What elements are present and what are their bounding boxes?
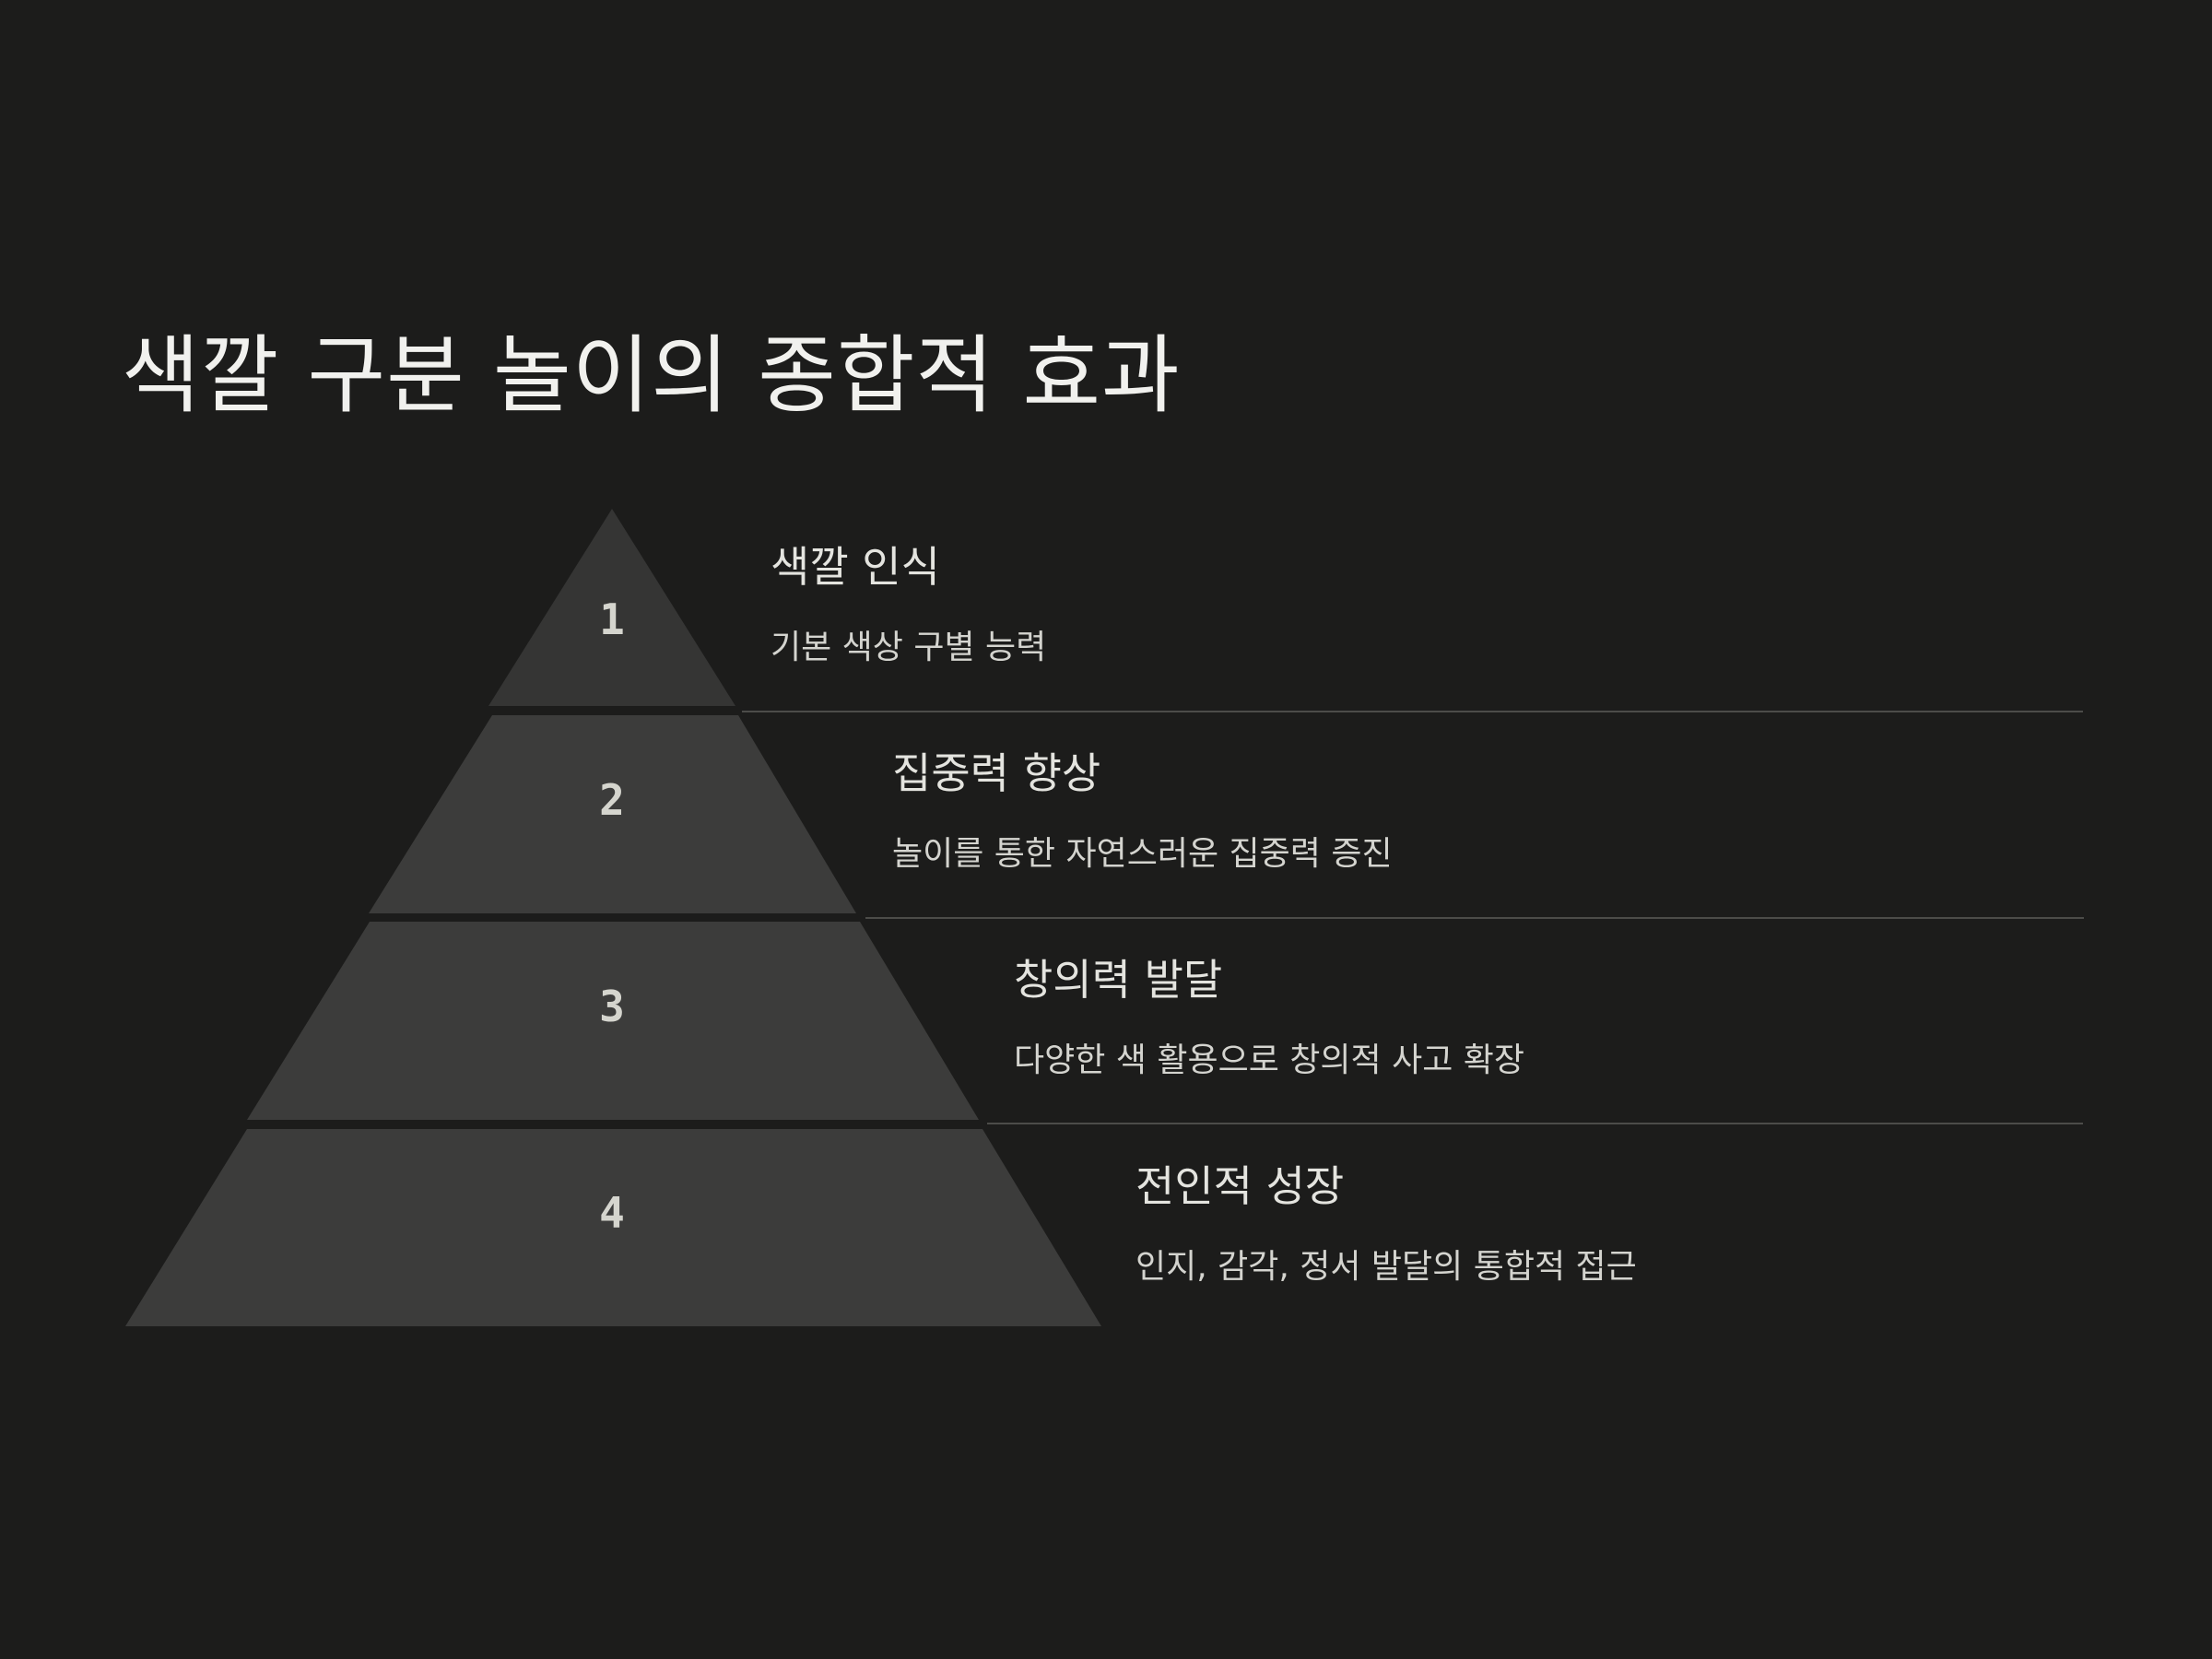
level-1-text: 색깔 인식 기본 색상 구별 능력 (771, 542, 1046, 667)
level-2-number: 2 (599, 775, 625, 825)
pyramid-level-3-shape (247, 922, 979, 1120)
pyramid-level-1-shape (488, 509, 735, 706)
level-1-description: 기본 색상 구별 능력 (771, 629, 1047, 667)
divider-1 (742, 711, 2083, 712)
level-4-text: 전인적 성장 인지, 감각, 정서 발달의 통합적 접근 (1135, 1161, 1637, 1287)
level-2-heading: 집중력 향상 (892, 748, 1101, 798)
level-3-description: 다양한 색 활용으로 창의적 사고 확장 (1014, 1041, 1525, 1080)
pyramid-level-4-shape (125, 1129, 1101, 1326)
level-3-text: 창의력 발달 다양한 색 활용으로 창의적 사고 확장 (1014, 955, 1524, 1080)
level-3-heading: 창의력 발달 (1014, 955, 1223, 1005)
divider-2 (865, 917, 2084, 919)
level-3-number: 3 (599, 982, 625, 1031)
pyramid-level-2-shape (369, 715, 856, 913)
slide-title: 색깔 구분 놀이의 종합적 효과 (122, 326, 1181, 425)
level-2-description: 놀이를 통한 자연스러운 집중력 증진 (892, 835, 1393, 874)
level-4-number: 4 (599, 1188, 625, 1238)
divider-3 (987, 1123, 2083, 1124)
level-2-text: 집중력 향상 놀이를 통한 자연스러운 집중력 증진 (892, 748, 1393, 874)
level-1-heading: 색깔 인식 (771, 542, 940, 592)
level-4-description: 인지, 감각, 정서 발달의 통합적 접근 (1135, 1248, 1637, 1287)
level-1-number: 1 (599, 594, 625, 644)
level-4-heading: 전인적 성장 (1135, 1161, 1345, 1211)
